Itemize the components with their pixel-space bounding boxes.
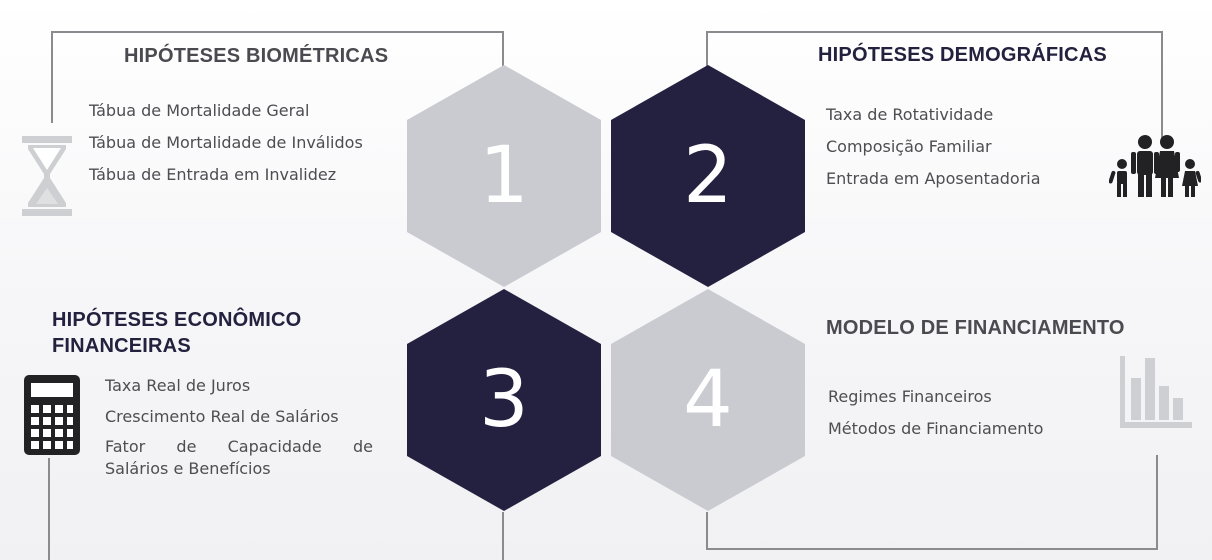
hexagon-4-shape bbox=[611, 289, 805, 511]
hexagon-2-shape bbox=[611, 65, 805, 287]
section-title-biometricas: HIPÓTESES BIOMÉTRICAS bbox=[124, 45, 389, 67]
frame-bottom-right bbox=[706, 548, 1158, 550]
section-title-economicas-line2: FINANCEIRAS bbox=[52, 335, 191, 357]
list-item: Crescimento Real de Salários bbox=[105, 407, 339, 426]
hexagon-4: 4 bbox=[608, 287, 808, 513]
frame-left-upper bbox=[51, 31, 53, 123]
frame-right-upper bbox=[706, 31, 708, 67]
list-item: Composição Familiar bbox=[826, 137, 992, 156]
list-item: Taxa de Rotatividade bbox=[826, 105, 994, 124]
hexagon-3: 3 bbox=[404, 287, 604, 513]
list-biometricas: Tábua de Mortalidade Geral Tábua de Mort… bbox=[89, 95, 363, 191]
list-financiamento: Regimes Financeiros Métodos de Financiam… bbox=[828, 381, 1043, 445]
frame-center-bottom bbox=[502, 512, 504, 560]
hourglass-icon bbox=[18, 134, 76, 218]
frame-top-right bbox=[706, 31, 1163, 33]
frame-top-left bbox=[51, 31, 504, 33]
bar-chart-icon bbox=[1120, 356, 1192, 428]
list-item: Taxa Real de Juros bbox=[105, 376, 251, 395]
hexagon-4-number: 4 bbox=[683, 355, 733, 445]
hexagon-1-number: 1 bbox=[479, 131, 529, 221]
frame-right-lower bbox=[1156, 455, 1158, 550]
hexagon-1: 1 bbox=[404, 63, 604, 289]
family-icon bbox=[1108, 134, 1203, 198]
list-item: Tábua de Mortalidade Geral bbox=[89, 101, 310, 120]
list-item: Métodos de Financiamento bbox=[828, 419, 1044, 438]
list-item: Fator de Capacidade de bbox=[105, 437, 373, 456]
list-economicas: Taxa Real de Juros Crescimento Real de S… bbox=[105, 370, 373, 480]
hexagon-1-shape bbox=[407, 65, 601, 287]
calculator-icon bbox=[24, 375, 80, 455]
frame-bottom-right-left bbox=[706, 512, 708, 550]
hexagon-2: 2 bbox=[608, 63, 808, 289]
section-title-financiamento: MODELO DE FINANCIAMENTO bbox=[826, 317, 1125, 339]
hexagon-2-number: 2 bbox=[683, 131, 733, 221]
list-demograficas: Taxa de Rotatividade Composição Familiar… bbox=[826, 99, 1041, 195]
list-item: Tábua de Entrada em Invalidez bbox=[89, 165, 337, 184]
frame-right-edge bbox=[1161, 31, 1163, 141]
frame-center-top bbox=[502, 31, 504, 67]
section-title-demograficas: HIPÓTESES DEMOGRÁFICAS bbox=[818, 44, 1107, 66]
list-item: Salários e Benefícios bbox=[105, 459, 271, 478]
section-title-economicas-line1: HIPÓTESES ECONÔMICO bbox=[52, 309, 302, 331]
hexagon-3-number: 3 bbox=[479, 355, 529, 445]
list-item: Regimes Financeiros bbox=[828, 387, 992, 406]
list-item: Entrada em Aposentadoria bbox=[826, 169, 1041, 188]
frame-left-lower bbox=[48, 458, 50, 560]
hexagon-3-shape bbox=[407, 289, 601, 511]
list-item: Tábua de Mortalidade de Inválidos bbox=[89, 133, 363, 152]
